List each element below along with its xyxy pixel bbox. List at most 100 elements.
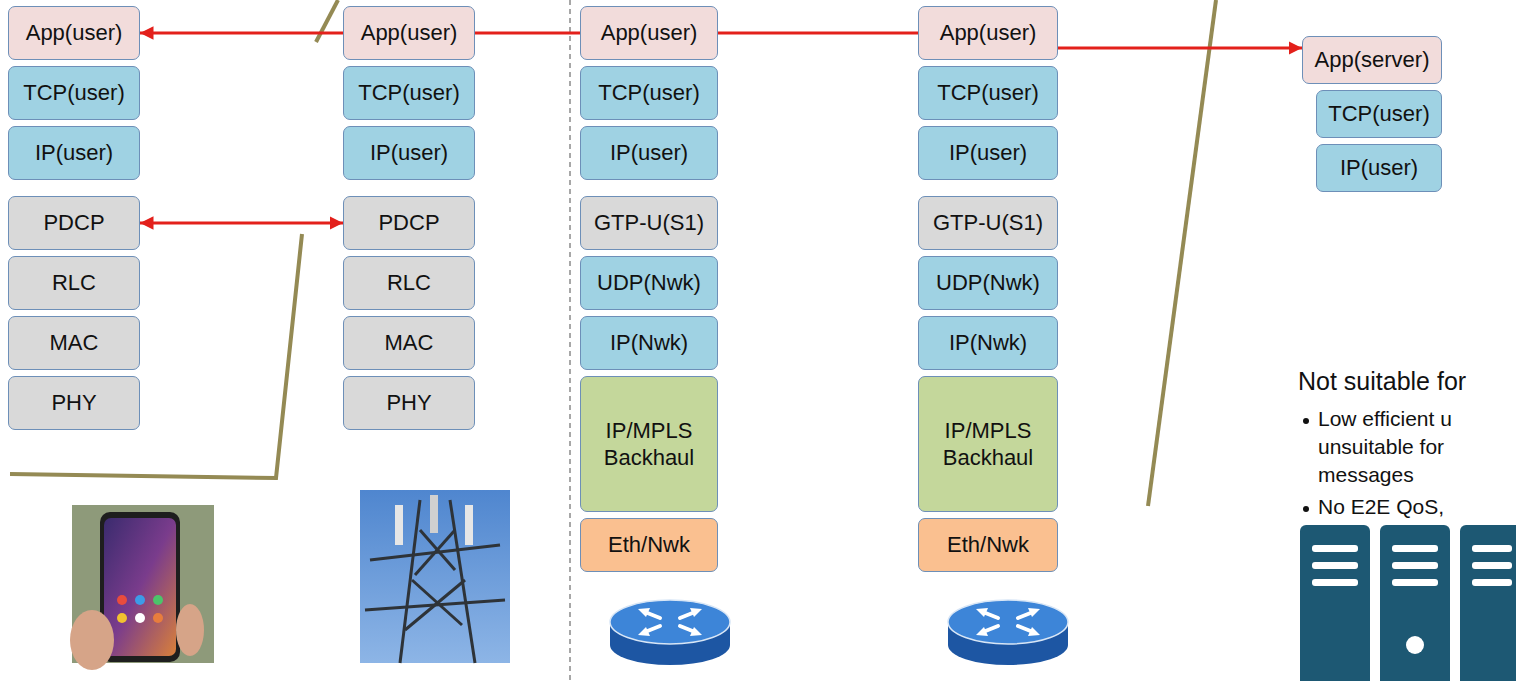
tower-photo	[360, 490, 510, 663]
antenna	[395, 505, 403, 545]
layer-label: UDP(Nwk)	[597, 269, 701, 297]
backhaul-box: IP/MPLS Backhaul	[918, 376, 1058, 512]
layer-label: GTP-U(S1)	[594, 209, 704, 237]
layer-label: IP(user)	[610, 139, 688, 167]
ip-layer-box: IP(user)	[918, 126, 1058, 180]
router-icon	[948, 600, 1068, 665]
app-layer-box: App(user)	[580, 6, 718, 60]
hand	[176, 604, 204, 656]
app-layer-box: App(user)	[8, 6, 140, 60]
app-icon	[153, 595, 163, 605]
hand	[70, 610, 114, 670]
ip-layer-box: IP(Nwk)	[580, 316, 718, 370]
flow-arrow	[475, 32, 580, 35]
note-heading: Not suitable for	[1298, 366, 1466, 396]
layer-label: PHY	[386, 389, 431, 417]
radio-layer-box: RLC	[343, 256, 475, 310]
layer-label: IP(Nwk)	[949, 329, 1027, 357]
app-icon	[135, 613, 145, 623]
layer-label: IP(user)	[1340, 154, 1418, 182]
bullet-dot	[1303, 418, 1309, 424]
ip-layer-box: TCP(user)	[918, 66, 1058, 120]
layer-label: App(user)	[26, 19, 123, 47]
antenna	[465, 505, 473, 545]
note-bullet: Low efficient u	[1318, 406, 1452, 431]
layer-label: App(server)	[1315, 46, 1430, 74]
flow-arrow	[1058, 47, 1302, 50]
layer-label: TCP(user)	[23, 79, 124, 107]
radio-layer-box: PHY	[343, 376, 475, 430]
layer-label: TCP(user)	[1328, 100, 1429, 128]
ip-layer-box: TCP(user)	[8, 66, 140, 120]
layer-label: PDCP	[43, 209, 104, 237]
layer-label: TCP(user)	[598, 79, 699, 107]
server-icon	[1300, 525, 1516, 681]
layer-label: Eth/Nwk	[947, 531, 1029, 559]
note-bullet: No E2E QoS,	[1318, 494, 1444, 519]
radio-layer-box: PDCP	[8, 196, 140, 250]
radio-layer-box: MAC	[8, 316, 140, 370]
layer-label: Eth/Nwk	[608, 531, 690, 559]
layer-label: RLC	[387, 269, 431, 297]
app-icon	[117, 613, 127, 623]
layer-label: TCP(user)	[358, 79, 459, 107]
phone-screen	[104, 518, 176, 656]
ip-layer-box: IP(user)	[580, 126, 718, 180]
radio-layer-box: GTP-U(S1)	[580, 196, 718, 250]
flow-arrow	[718, 32, 918, 35]
ethernet-box: Eth/Nwk	[580, 518, 718, 572]
ip-layer-box: TCP(user)	[1316, 90, 1442, 138]
layer-label: IP(user)	[949, 139, 1027, 167]
note-bullet: unsuitable for	[1318, 434, 1444, 459]
ip-layer-box: UDP(Nwk)	[918, 256, 1058, 310]
layer-label: IP(user)	[370, 139, 448, 167]
radio-layer-box: GTP-U(S1)	[918, 196, 1058, 250]
note-bullet: messages	[1318, 462, 1414, 487]
layer-label: MAC	[50, 329, 99, 357]
router-icon	[610, 600, 730, 665]
layer-label: IP/MPLS Backhaul	[925, 417, 1051, 472]
layer-label: App(user)	[361, 19, 458, 47]
callout-line	[1148, 0, 1216, 506]
layer-label: App(user)	[940, 19, 1037, 47]
radio-layer-box: PHY	[8, 376, 140, 430]
app-layer-box: App(user)	[918, 6, 1058, 60]
ip-layer-box: IP(user)	[1316, 144, 1442, 192]
layer-label: PDCP	[378, 209, 439, 237]
layer-label: UDP(Nwk)	[936, 269, 1040, 297]
flow-arrow	[140, 32, 343, 35]
antenna	[430, 495, 438, 533]
radio-layer-box: RLC	[8, 256, 140, 310]
layer-label: IP(Nwk)	[610, 329, 688, 357]
divider-line	[569, 0, 571, 681]
radio-layer-box: MAC	[343, 316, 475, 370]
ip-layer-box: IP(user)	[8, 126, 140, 180]
layer-label: PHY	[51, 389, 96, 417]
photo-ground	[360, 490, 510, 663]
layer-label: MAC	[385, 329, 434, 357]
callout-line	[316, 0, 338, 42]
ip-layer-box: IP(Nwk)	[918, 316, 1058, 370]
flow-arrow	[140, 222, 343, 225]
phone-photo	[70, 505, 214, 670]
layer-label: App(user)	[601, 19, 698, 47]
bullet-dot	[1303, 506, 1309, 512]
layer-label: TCP(user)	[937, 79, 1038, 107]
layer-label: IP(user)	[35, 139, 113, 167]
backhaul-box: IP/MPLS Backhaul	[580, 376, 718, 512]
radio-layer-box: PDCP	[343, 196, 475, 250]
layer-label: GTP-U(S1)	[933, 209, 1043, 237]
ip-layer-box: UDP(Nwk)	[580, 256, 718, 310]
ip-layer-box: TCP(user)	[580, 66, 718, 120]
app-icon	[135, 595, 145, 605]
layer-label: IP/MPLS Backhaul	[587, 417, 711, 472]
layer-label: RLC	[52, 269, 96, 297]
app-layer-box: App(user)	[343, 6, 475, 60]
ip-layer-box: TCP(user)	[343, 66, 475, 120]
app-icon	[117, 595, 127, 605]
ip-layer-box: IP(user)	[343, 126, 475, 180]
app-layer-box: App(server)	[1302, 36, 1442, 84]
